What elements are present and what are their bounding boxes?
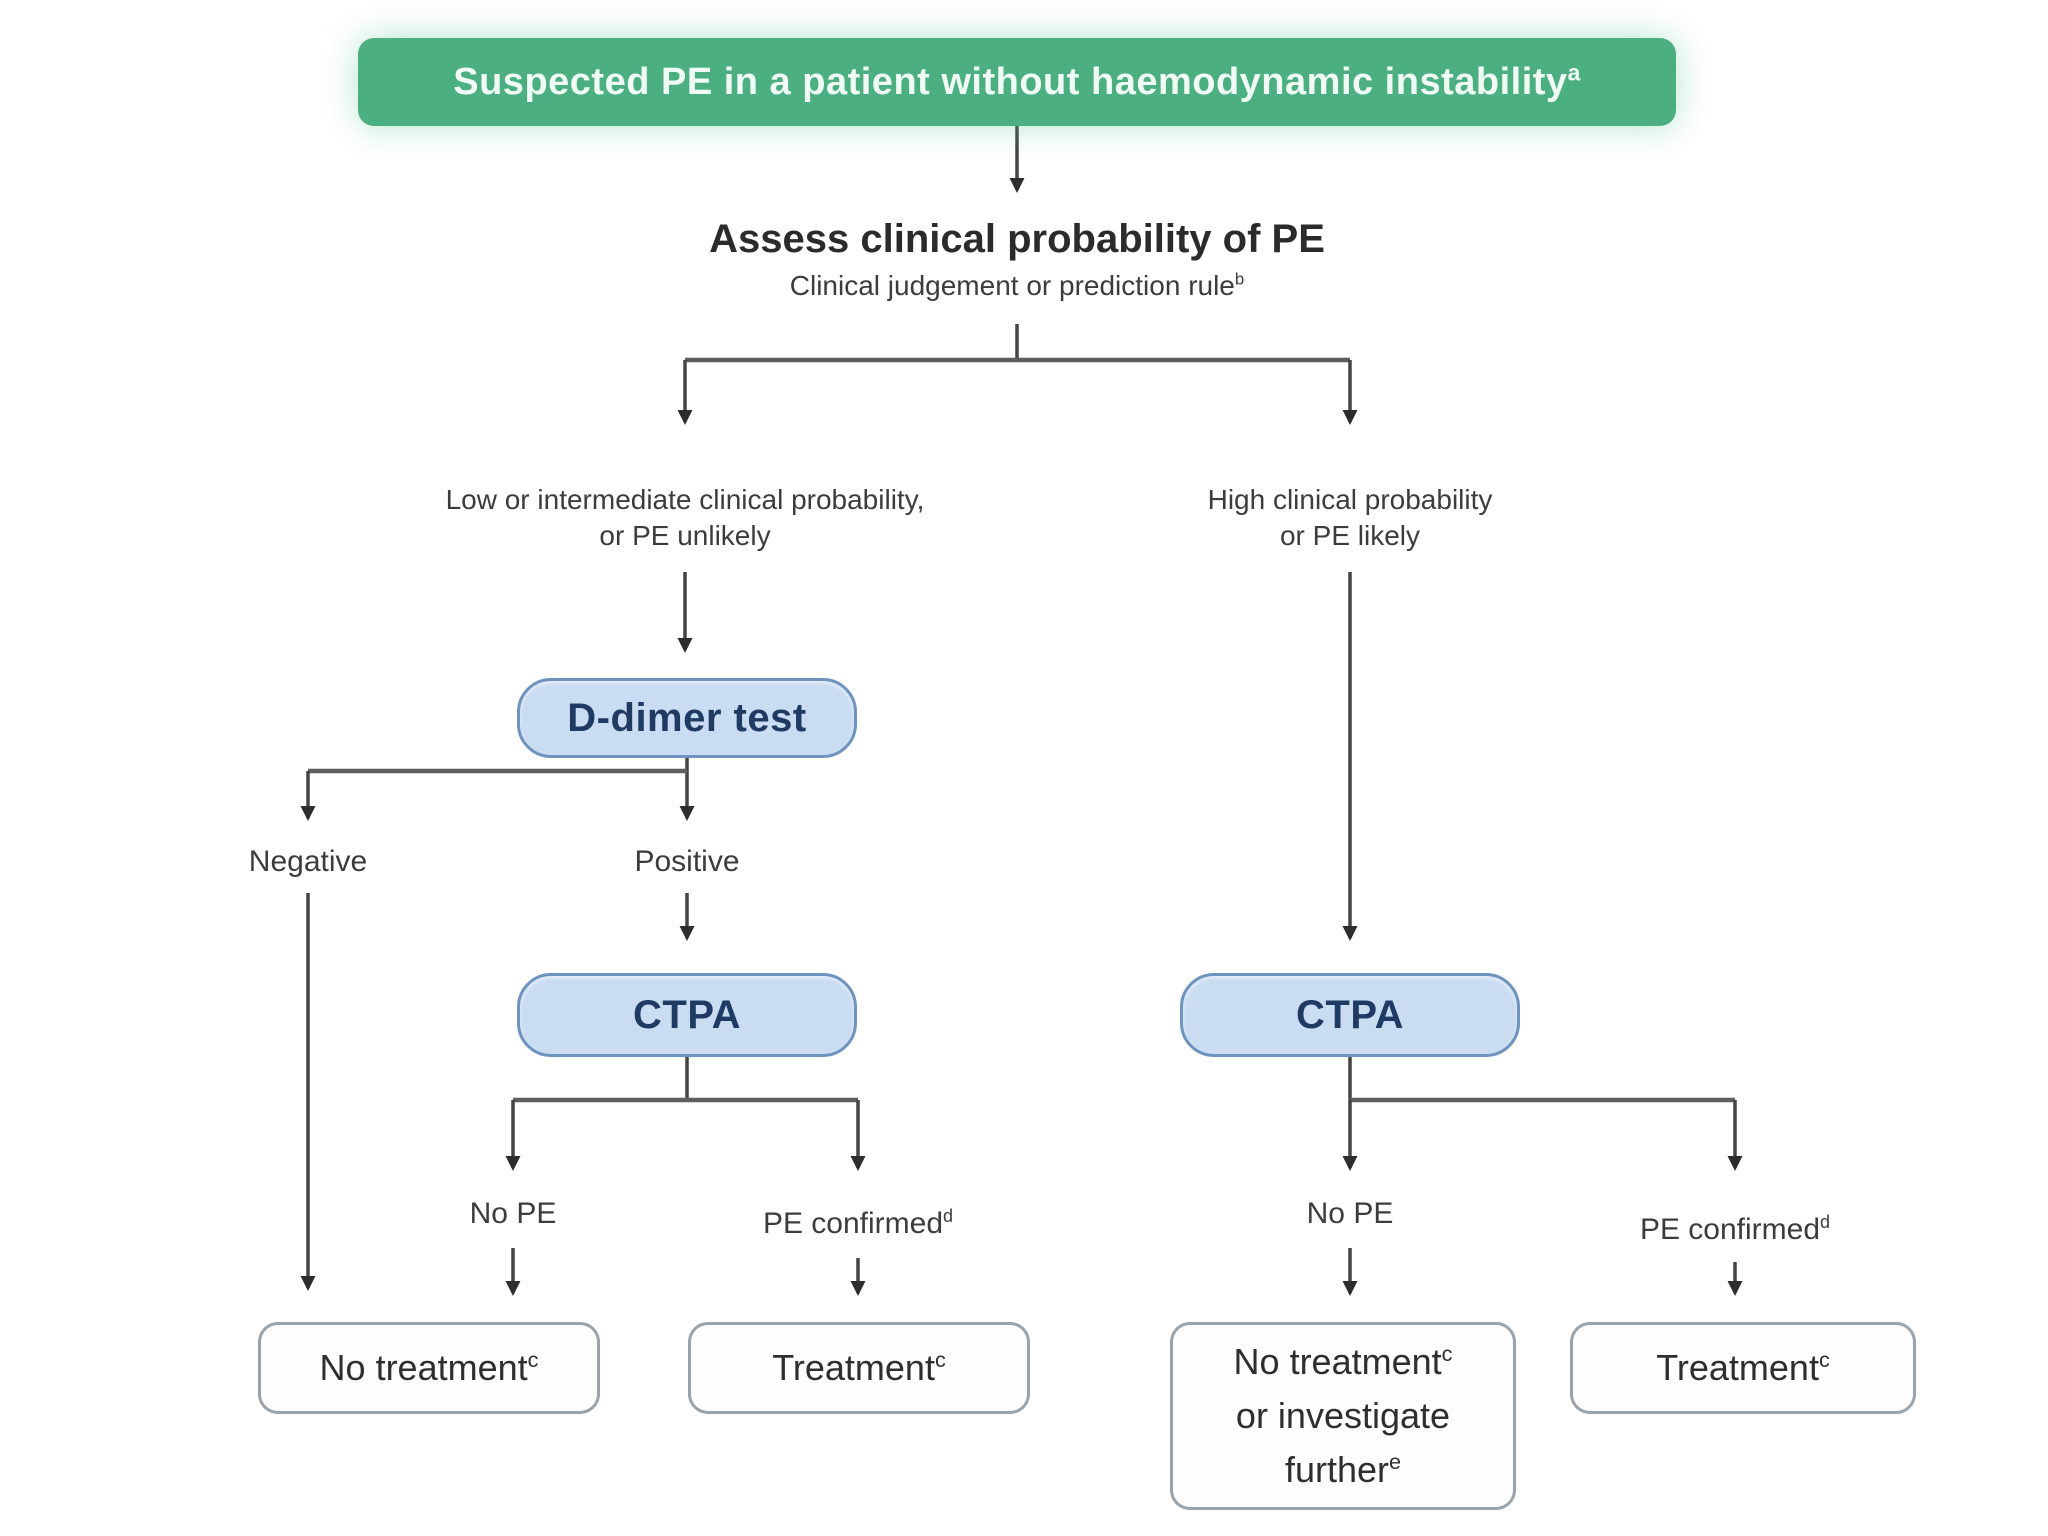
assess-title: Assess clinical probability of PE: [709, 217, 1325, 261]
result-label-negative: Negative: [248, 845, 368, 878]
outcome-no-treatment-or-investigate: No treatmentc or investigate furthere: [1170, 1322, 1516, 1510]
outcome-treatment-right: Treatmentc: [1570, 1322, 1916, 1414]
ctpa-left-label: CTPA: [633, 992, 741, 1037]
branch-label-high-probability: High clinical probability or PE likely: [1207, 483, 1493, 551]
outcome-no-treatment-left: No treatmentc: [258, 1322, 600, 1414]
ctpa-node-right: CTPA: [1180, 973, 1520, 1057]
result-label-pe-confirmed-left: PE confirmedd: [762, 1206, 954, 1240]
result-label-no-pe-right: No PE: [1306, 1197, 1394, 1230]
start-node-suspected-pe: Suspected PE in a patient without haemod…: [358, 38, 1676, 126]
result-label-positive: Positive: [634, 845, 740, 878]
result-label-no-pe-left: No PE: [469, 1197, 557, 1230]
branch-label-low-intermediate: Low or intermediate clinical probability…: [445, 483, 925, 551]
ctpa-right-label: CTPA: [1296, 992, 1404, 1037]
ddimer-test-node: D-dimer test: [517, 678, 857, 758]
assess-subtitle: Clinical judgement or prediction ruleb: [789, 269, 1245, 301]
result-label-pe-confirmed-right: PE confirmedd: [1639, 1212, 1831, 1246]
ctpa-node-left: CTPA: [517, 973, 857, 1057]
start-node-label: Suspected PE in a patient without haemod…: [453, 58, 1581, 103]
assess-step: Assess clinical probability of PE Clinic…: [467, 216, 1567, 302]
outcome-treatment-left: Treatmentc: [688, 1322, 1030, 1414]
ddimer-test-label: D-dimer test: [567, 695, 807, 740]
